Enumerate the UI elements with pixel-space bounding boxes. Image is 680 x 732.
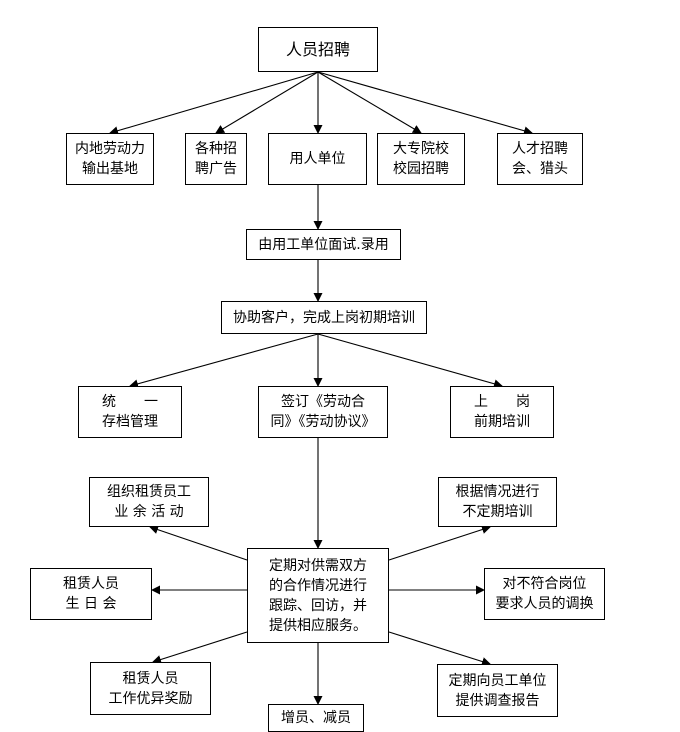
node-adhoc-training-line-2: 不定期培训 <box>462 504 533 520</box>
node-adhoc-training: 根据情况进行 不定期培训 <box>438 477 557 527</box>
arrow-recruit-to-migrant <box>109 71 319 136</box>
arrow-followup-to-activities <box>149 525 248 561</box>
arrow-recruit-to-fair <box>317 71 533 136</box>
node-src-migrant: 内地劳动力 输出基地 <box>66 133 154 185</box>
node-src-employer: 用人单位 <box>268 133 367 185</box>
node-transfer-line-1: 对不符合岗位 <box>502 576 587 592</box>
node-interview: 由用工单位面试.录用 <box>246 229 401 260</box>
node-headcount: 增员、减员 <box>268 704 364 732</box>
node-birthday: 租赁人员 生 日 会 <box>30 568 152 620</box>
node-prejob-line-2: 前期培训 <box>474 414 530 430</box>
arrow-training-to-archive <box>129 333 319 389</box>
node-transfer-line-2: 要求人员的调换 <box>495 596 594 612</box>
arrow-followup-to-report <box>388 631 491 666</box>
node-contract-line-2: 同》《劳动协议》 <box>270 414 376 430</box>
node-award-line-2: 工作优异奖励 <box>108 690 193 707</box>
node-report-line-2: 提供调查报告 <box>455 692 540 709</box>
node-recruit-text: 人员招聘 <box>285 39 350 59</box>
node-activities-line-1: 组织租赁员工 <box>107 484 191 500</box>
node-src-ads: 各种招 聘广告 <box>185 133 247 185</box>
node-training: 协助客户，完成上岗初期培训 <box>221 301 427 334</box>
arrow-recruit-to-college <box>317 71 422 134</box>
node-src-fair-line-1: 人才招聘 <box>512 141 568 157</box>
node-report: 定期向员工单位 提供调查报告 <box>437 664 558 717</box>
node-archive-line-1: 统 一 <box>102 394 158 410</box>
arrow-followup-to-award <box>152 631 248 664</box>
node-prejob-line-1: 上 岗 <box>474 394 530 410</box>
node-report-line-1: 定期向员工单位 <box>448 672 547 689</box>
node-followup: 定期对供需双方 的合作情况进行 跟踪、回访，并 提供相应服务。 <box>247 548 389 643</box>
arrow-training-to-prejob <box>317 333 503 389</box>
node-src-ads-line-1: 各种招 <box>195 141 237 157</box>
node-headcount-text: 增员、减员 <box>281 710 351 726</box>
node-archive: 统 一 存档管理 <box>78 386 182 438</box>
node-activities: 组织租赁员工 业 余 活 动 <box>89 477 209 527</box>
node-contract-line-1: 签订《劳动合 <box>281 394 365 410</box>
node-birthday-line-1: 租赁人员 <box>63 576 119 592</box>
node-transfer: 对不符合岗位 要求人员的调换 <box>484 568 605 620</box>
node-src-employer-text: 用人单位 <box>289 151 346 167</box>
node-interview-text: 由用工单位面试.录用 <box>258 236 389 253</box>
node-followup-line-4: 提供相应服务。 <box>269 617 367 634</box>
node-src-fair-line-2: 会、猎头 <box>512 161 568 177</box>
node-src-migrant-line-2: 输出基地 <box>82 161 138 177</box>
node-archive-line-2: 存档管理 <box>102 414 158 430</box>
node-recruit: 人员招聘 <box>258 27 378 72</box>
node-src-college-line-1: 大专院校 <box>393 141 449 157</box>
node-src-migrant-line-1: 内地劳动力 <box>75 141 145 157</box>
node-src-ads-line-2: 聘广告 <box>195 161 237 177</box>
arrow-followup-to-adhoc-training <box>388 525 491 561</box>
node-award-line-1: 租赁人员 <box>122 670 179 687</box>
node-prejob: 上 岗 前期培训 <box>450 386 554 438</box>
node-followup-line-3: 跟踪、回访，并 <box>269 597 367 614</box>
node-activities-line-2: 业 余 活 动 <box>114 504 184 520</box>
arrow-recruit-to-ads <box>215 71 319 134</box>
node-followup-line-2: 的合作情况进行 <box>269 577 367 594</box>
node-adhoc-training-line-1: 根据情况进行 <box>455 484 540 500</box>
node-followup-line-1: 定期对供需双方 <box>269 557 367 574</box>
node-contract: 签订《劳动合 同》《劳动协议》 <box>258 386 388 438</box>
node-src-fair: 人才招聘 会、猎头 <box>497 133 583 185</box>
node-award: 租赁人员 工作优异奖励 <box>90 662 211 715</box>
node-birthday-line-2: 生 日 会 <box>65 596 117 612</box>
node-src-college: 大专院校 校园招聘 <box>377 133 465 185</box>
node-src-college-line-2: 校园招聘 <box>393 161 449 177</box>
node-training-text: 协助客户，完成上岗初期培训 <box>233 309 415 326</box>
